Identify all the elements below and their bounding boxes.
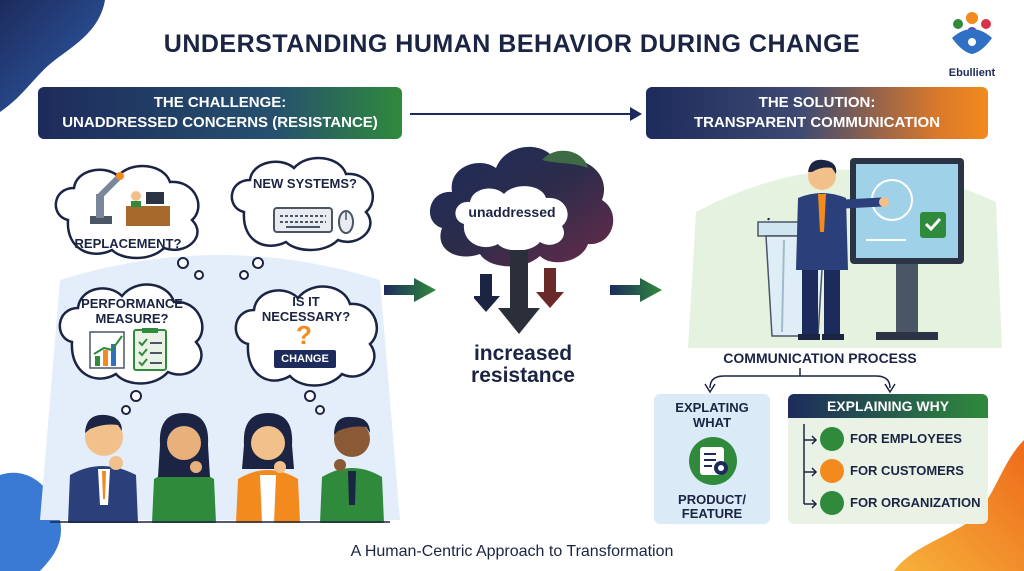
product-feature-2: FEATURE: [681, 506, 743, 521]
thought-bubbles: [177, 257, 204, 280]
product-gear-icon: [689, 437, 737, 485]
resistance-arrows: [474, 250, 564, 334]
explaining-why-title: EXPLAINING WHY: [826, 398, 950, 414]
unaddressed-label: unaddressed: [468, 204, 556, 220]
robot-arm-icon: [90, 172, 170, 226]
ebullient-logo: Ebullient: [942, 8, 1002, 80]
thinking-people-illustration: [50, 413, 390, 523]
corner-decoration-top-left: [0, 0, 105, 112]
explaining-what-title-2: WHAT: [692, 415, 732, 430]
explaining-what-title-1: EXPLATING: [675, 400, 749, 415]
thought-bubbles: [239, 257, 264, 280]
keyboard-mouse-icon: [273, 207, 354, 234]
concern-performance-1: PERFORMANCE: [81, 296, 183, 311]
person-woman-orange-icon: [236, 413, 300, 523]
thought-bubbles: [121, 390, 142, 415]
increased-label: increased: [473, 342, 573, 365]
page-title: UNDERSTANDING HUMAN BEHAVIOR DURING CHAN…: [163, 30, 861, 58]
why-item-employees-label: FOR EMPLOYEES: [850, 431, 962, 446]
why-branch-lines: [803, 424, 818, 509]
unaddressed-cloud: [455, 186, 568, 251]
why-item-customers-label: FOR CUSTOMERS: [850, 463, 964, 478]
explaining-why-panel: EXPLAINING WHY FOR EMPLOYEES FOR CUSTOME…: [788, 394, 988, 524]
thought-cloud-necessary: [234, 285, 379, 387]
change-badge: CHANGE: [274, 350, 336, 368]
presenter-icon: [796, 159, 889, 340]
customer-smile-icon: [820, 459, 844, 483]
resistance-label: resistance: [471, 364, 575, 387]
display-screen-icon: [850, 158, 964, 340]
growth-chart-icon: [820, 427, 844, 451]
person-man-green-icon: [320, 416, 384, 523]
process-branch-arrows: [704, 368, 896, 394]
corner-decoration-bottom-right: [894, 440, 1024, 571]
person-woman-green-icon: [152, 413, 216, 523]
concern-new-systems: NEW SYSTEMS?: [252, 176, 357, 191]
concern-performance-2: MEASURE?: [95, 311, 169, 326]
explaining-why-header: EXPLAINING WHY: [788, 394, 988, 418]
concern-replacement: REPLACEMENT?: [74, 236, 182, 251]
arrow-to-resistance: [384, 278, 436, 302]
footer-tagline: A Human-Centric Approach to Transformati…: [350, 543, 674, 560]
banner-connector-arrow: [410, 107, 642, 121]
solution-banner: THE SOLUTION: TRANSPARENT COMMUNICATION: [646, 87, 988, 139]
person-man-suit-icon: [68, 414, 138, 523]
communication-process-label: COMMUNICATION PROCESS: [723, 350, 917, 366]
challenge-banner: THE CHALLENGE: UNADDRESSED CONCERNS (RES…: [38, 87, 402, 139]
concern-necessary-2: NECESSARY?: [261, 309, 351, 324]
challenge-line2: UNADDRESSED CONCERNS (RESISTANCE): [62, 114, 378, 131]
product-feature-1: PRODUCT/: [678, 492, 746, 507]
logo-text: Ebullient: [948, 67, 996, 79]
logo-figure-icon: [952, 12, 992, 54]
thought-bubbles: [304, 390, 325, 415]
why-item-organization-label: FOR ORGANIZATION: [850, 495, 981, 510]
challenge-line1: THE CHALLENGE:: [153, 94, 287, 111]
organization-chart-icon: [820, 491, 844, 515]
explaining-what-panel: EXPLATING WHAT PRODUCT/ FEATURE: [654, 394, 770, 524]
performance-chart-icon: [89, 328, 167, 371]
question-mark-icon: ?: [296, 320, 312, 350]
concern-necessary-1: IS IT: [292, 294, 320, 309]
thought-cloud-new-systems: [230, 156, 375, 252]
arrow-to-solution: [610, 278, 662, 302]
solution-line2: TRANSPARENT COMMUNICATION: [693, 114, 941, 131]
solution-line1: THE SOLUTION:: [758, 94, 876, 111]
